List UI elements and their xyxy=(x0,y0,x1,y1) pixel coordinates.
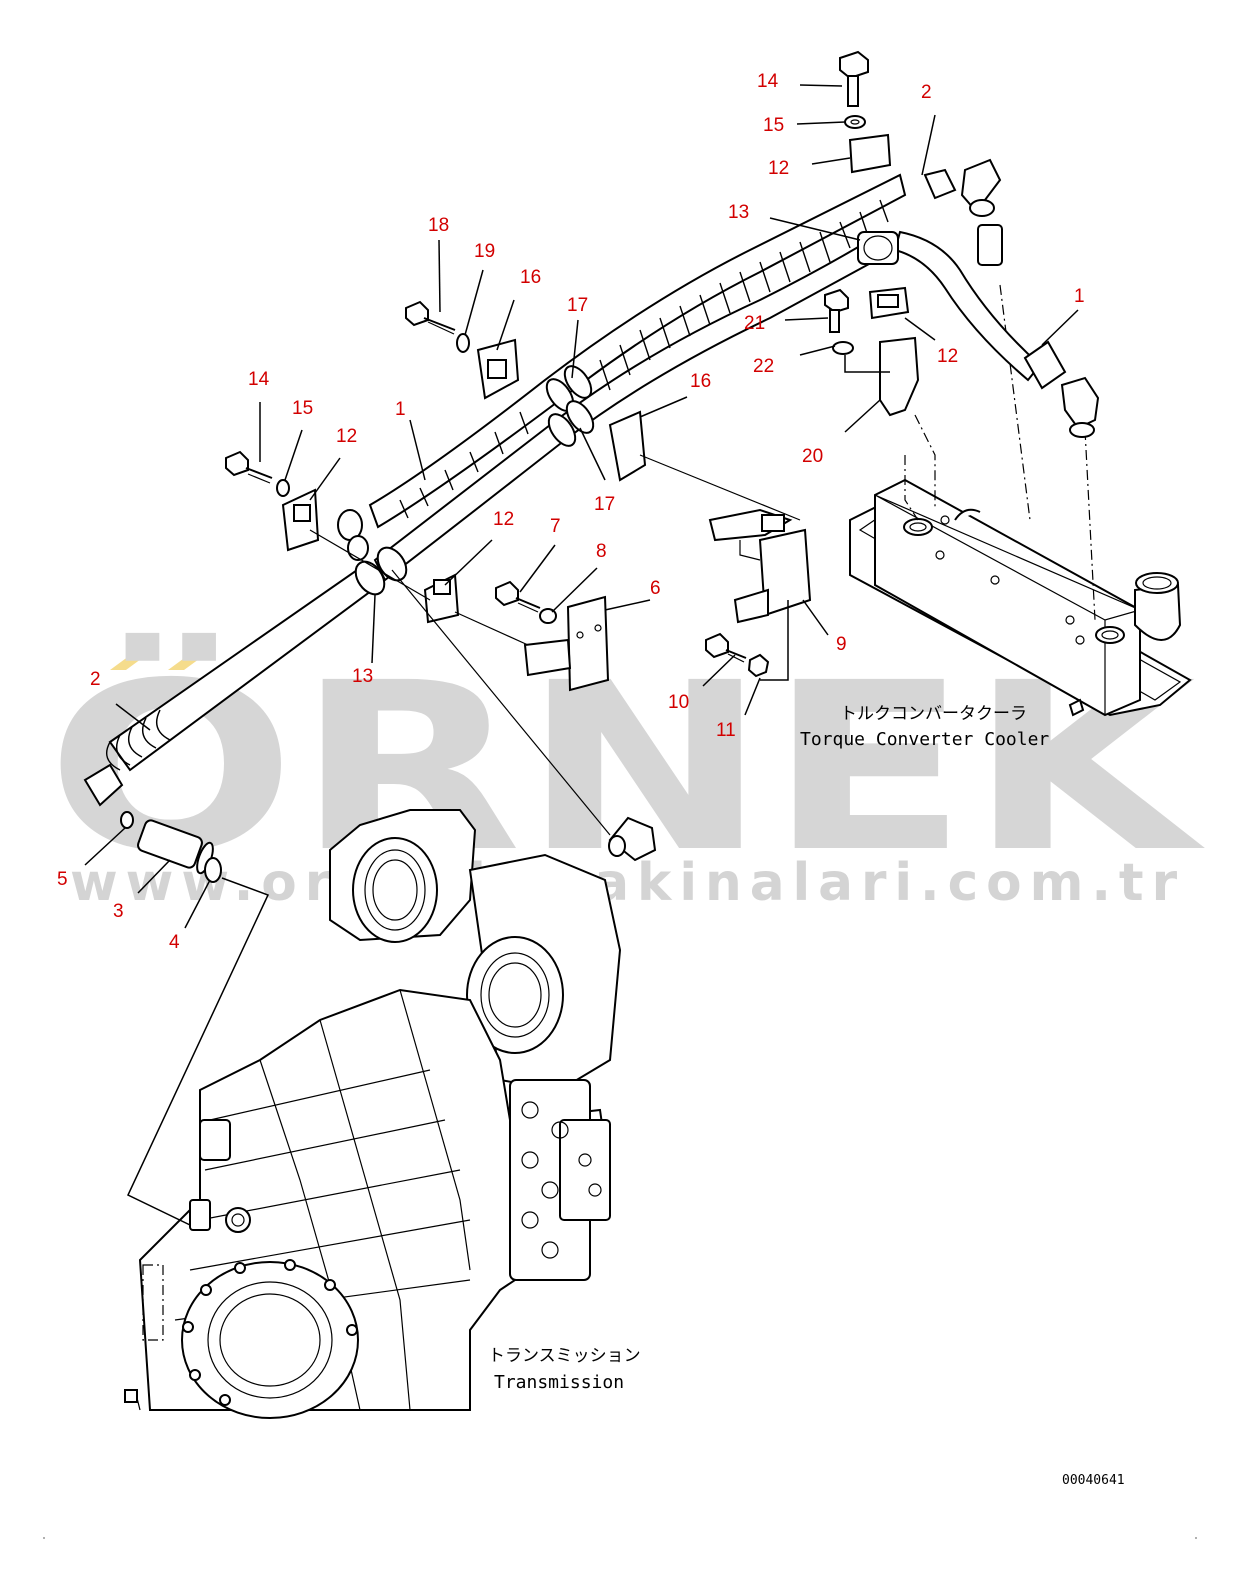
callout-11: 11 xyxy=(716,720,736,741)
callout-12: 12 xyxy=(937,346,958,367)
small-parts xyxy=(120,50,1100,883)
callout-17: 17 xyxy=(567,295,588,316)
callout-12: 12 xyxy=(336,426,357,447)
callout-17: 17 xyxy=(594,494,615,515)
transmission-label-en: Transmission xyxy=(494,1372,624,1393)
callout-7: 7 xyxy=(550,516,561,537)
drawing-number: 00040641 xyxy=(1062,1473,1125,1488)
corner-dot xyxy=(43,1537,45,1539)
callout-22: 22 xyxy=(753,356,774,377)
callout-15: 15 xyxy=(292,398,313,419)
callout-14: 14 xyxy=(248,369,270,390)
callout-1: 1 xyxy=(395,399,406,420)
callout-4: 4 xyxy=(169,932,180,953)
hoses xyxy=(83,168,1067,807)
callout-16: 16 xyxy=(690,371,711,392)
callout-15: 15 xyxy=(763,115,784,136)
torque-converter-cooler xyxy=(849,284,1192,717)
leader-lines xyxy=(84,84,1079,1226)
callout-10: 10 xyxy=(668,692,689,713)
callout-8: 8 xyxy=(596,541,607,562)
cooler-label-jp: トルクコンバータクーラ xyxy=(840,704,1027,724)
callout-21: 21 xyxy=(744,313,765,334)
callout-1: 1 xyxy=(1074,286,1085,307)
corner-dot xyxy=(1195,1537,1197,1539)
callout-13: 13 xyxy=(352,666,373,687)
callout-13: 13 xyxy=(728,202,749,223)
watermark-accent-left xyxy=(110,648,156,670)
cooler-label-en: Torque Converter Cooler xyxy=(800,729,1049,750)
callout-16: 16 xyxy=(520,267,541,288)
transmission-housing xyxy=(124,809,657,1419)
watermark-accent-right xyxy=(168,648,214,670)
callout-5: 5 xyxy=(57,869,68,890)
callout-12: 12 xyxy=(768,158,789,179)
callout-18: 18 xyxy=(428,215,449,236)
callout-2: 2 xyxy=(90,669,101,690)
callout-14: 14 xyxy=(757,71,779,92)
transmission-label-jp: トランスミッション xyxy=(488,1346,641,1366)
callout-12: 12 xyxy=(493,509,514,530)
callouts: 14 2 15 12 13 1 21 12 22 20 18 19 16 17 … xyxy=(57,71,1085,953)
callout-2: 2 xyxy=(921,82,932,103)
callout-9: 9 xyxy=(836,634,847,655)
callout-19: 19 xyxy=(474,241,495,262)
watermark-url: www.ornekismakinalari.com.tr xyxy=(70,853,1185,913)
callout-6: 6 xyxy=(650,578,661,599)
callout-20: 20 xyxy=(802,446,823,467)
callout-3: 3 xyxy=(113,901,124,922)
